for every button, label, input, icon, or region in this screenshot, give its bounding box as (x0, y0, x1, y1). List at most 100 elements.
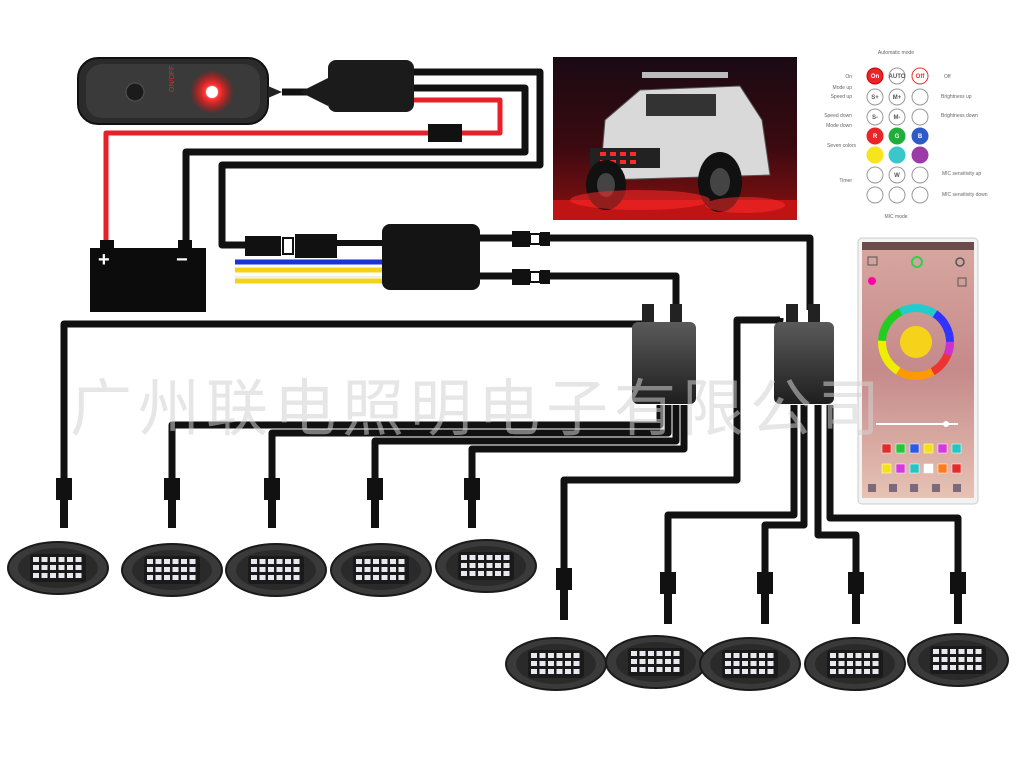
palette-swatch[interactable] (937, 443, 948, 454)
led-pod (804, 637, 906, 691)
relay-module (300, 60, 414, 112)
remote-speed-down-button[interactable]: S- (866, 108, 884, 126)
remote-mic-mode-button[interactable] (866, 186, 884, 204)
led-pod (330, 543, 432, 597)
remote-label-speed_up: Speed up (831, 94, 853, 100)
switch-button[interactable] (125, 82, 145, 102)
led-chip (950, 665, 956, 670)
led-chip (356, 575, 362, 580)
bottom-tab-bar[interactable] (868, 484, 961, 492)
image-icon[interactable] (957, 277, 967, 287)
remote-mode-down-button[interactable]: M- (888, 108, 906, 126)
led-chip (565, 653, 571, 658)
led-chip (967, 649, 973, 654)
led-chip (838, 661, 845, 666)
tab-mic-icon (910, 484, 918, 492)
led-chip (750, 661, 757, 666)
remote-mic-down-button[interactable] (911, 186, 929, 204)
remote-white-button[interactable]: W (888, 166, 906, 184)
tab-color-icon (868, 484, 876, 492)
remote-off-button[interactable]: Off (911, 67, 929, 85)
palette-swatch[interactable] (881, 443, 892, 454)
led-chip (759, 669, 765, 674)
remote-mic-up-button[interactable] (911, 166, 929, 184)
led-chip (164, 567, 170, 572)
led-chip (398, 575, 405, 580)
palette-swatch[interactable] (881, 463, 892, 474)
remote-purple-button[interactable] (911, 146, 929, 164)
remote-speed-up-button[interactable]: S+ (866, 88, 884, 106)
plug-connector (245, 234, 383, 258)
remote-timer-button[interactable] (866, 166, 884, 184)
remote-mode-up-button[interactable]: M+ (888, 88, 906, 106)
menu-icon[interactable] (867, 256, 878, 266)
led-chip (381, 575, 388, 580)
remote-blue-button[interactable]: B (911, 127, 929, 145)
jeep-photo (553, 57, 797, 220)
led-chip (75, 573, 82, 578)
color-wheel[interactable] (878, 304, 954, 380)
led-chip (67, 573, 73, 578)
splitter-box-right (774, 304, 834, 404)
palette-swatch[interactable] (937, 463, 948, 474)
led-chip (742, 653, 748, 658)
remote-cyan-button[interactable] (888, 146, 906, 164)
palette-swatch[interactable] (895, 463, 906, 474)
led-chip (639, 651, 646, 656)
led-chip (847, 653, 853, 658)
led-chip (750, 669, 757, 674)
remote-label-mode_up: Mode up (833, 85, 853, 91)
remote-yellow-button[interactable] (866, 146, 884, 164)
remote-on-button[interactable]: On (866, 67, 884, 85)
led-chip (381, 567, 388, 572)
gear-icon[interactable] (955, 257, 965, 267)
led-pod (907, 633, 1009, 687)
remote-green-button[interactable]: G (888, 127, 906, 145)
remote-brightness-down-button[interactable] (911, 108, 929, 126)
remote-red-button[interactable]: R (866, 127, 884, 145)
remote-auto-button[interactable]: AUTO (888, 67, 906, 85)
remote-brightness-up-button[interactable] (911, 88, 929, 106)
color-icon[interactable] (868, 277, 876, 285)
led-chip (285, 567, 291, 572)
led-chip (665, 659, 671, 664)
led-chip (648, 651, 654, 656)
led-chip (531, 661, 537, 666)
led-chip (58, 557, 65, 562)
led-chip (950, 649, 956, 654)
led-chip (847, 669, 853, 674)
palette-swatch[interactable] (951, 443, 962, 454)
pod-connectors-row2 (556, 568, 966, 624)
led-chip (975, 657, 982, 662)
remote-label-brightness_up: Brightness up (941, 94, 972, 100)
led-chip (285, 575, 291, 580)
palette-swatch[interactable] (951, 463, 962, 474)
palette-swatch[interactable] (923, 443, 934, 454)
led-chip (725, 653, 731, 658)
led-chip (259, 567, 266, 572)
led-chip (539, 661, 546, 666)
remote-label-off: Off (944, 74, 951, 80)
led-chip (293, 567, 300, 572)
svg-text:S+: S+ (871, 95, 879, 101)
led-chip (251, 567, 257, 572)
led-chip (958, 649, 965, 654)
palette-swatch[interactable] (909, 463, 920, 474)
led-chip (486, 571, 493, 576)
led-chip (33, 557, 39, 562)
led-chip (648, 667, 654, 672)
led-chip (631, 651, 637, 656)
remote-music-button[interactable] (888, 186, 906, 204)
palette-swatch[interactable] (923, 463, 934, 474)
led-chip (147, 559, 153, 564)
led-pod (435, 539, 537, 593)
power-icon[interactable] (911, 256, 923, 268)
palette-swatch[interactable] (895, 443, 906, 454)
remote-label-mic_sensitivity_up: MIC sensitivity up (942, 171, 981, 177)
palette-swatch[interactable] (909, 443, 920, 454)
led-chip (855, 653, 862, 658)
led-chip (293, 559, 300, 564)
power-switch[interactable]: ON/OFF (77, 57, 282, 125)
led-chip (531, 653, 537, 658)
color-palette[interactable] (881, 443, 962, 474)
